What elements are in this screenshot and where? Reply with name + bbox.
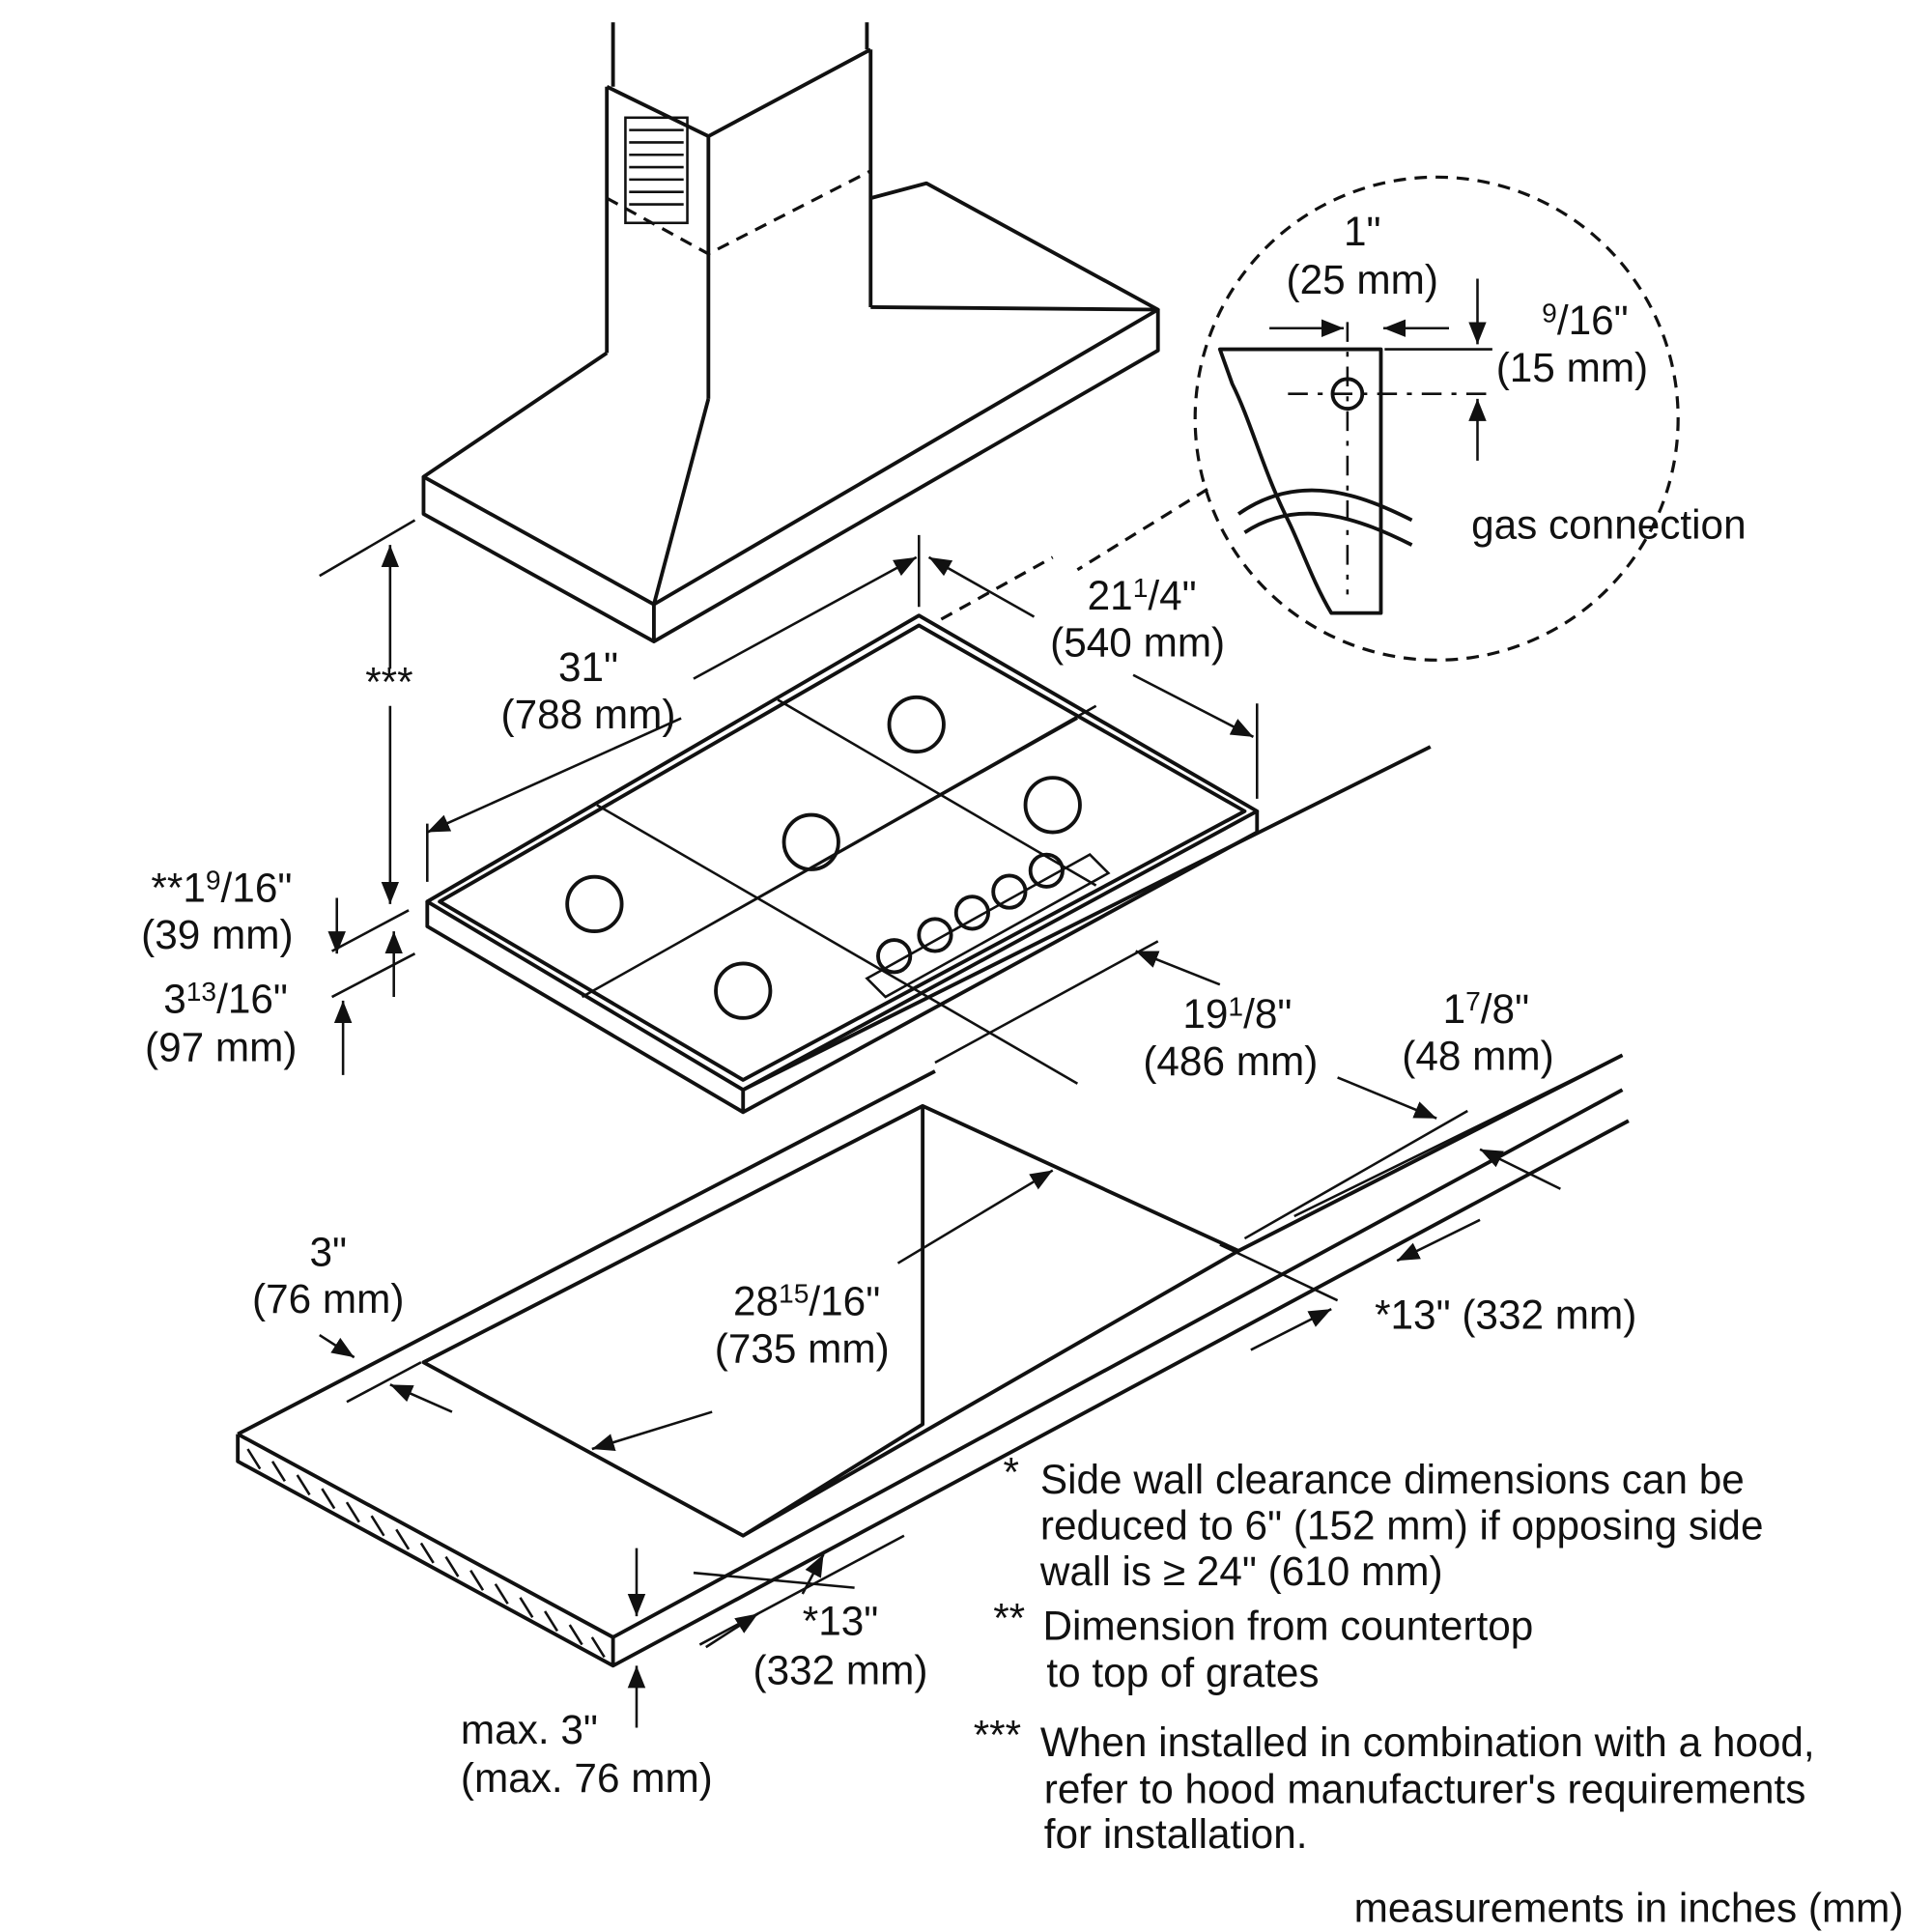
- cutout: [421, 1103, 1240, 1538]
- note-line: reduced to 6" (152 mm) if opposing side: [1040, 1503, 1764, 1548]
- gas-cooktop: [425, 613, 1260, 1115]
- width-mm-label: (788 mm): [500, 692, 675, 737]
- burners: [565, 695, 1082, 1020]
- cutout-depth-mm-label: (486 mm): [1143, 1038, 1318, 1084]
- range-hood: [421, 22, 1160, 644]
- countertop: [236, 1053, 1630, 1668]
- detail-vertical-mm-label: (15 mm): [1496, 345, 1648, 390]
- rear-clearance-label: 17/8": [1443, 985, 1530, 1032]
- dimension-lines: [319, 519, 1624, 1728]
- footnotes: * Side wall clearance dimensions can be …: [974, 1449, 1815, 1856]
- rear-clearance-mm-label: (48 mm): [1402, 1034, 1553, 1079]
- note-marker: *: [1003, 1449, 1018, 1494]
- hood-clearance-label: ***: [365, 660, 412, 705]
- note-marker: **: [993, 1596, 1025, 1641]
- note-line: Dimension from countertop: [1042, 1603, 1533, 1648]
- note-line: When installed in combination with a hoo…: [1040, 1719, 1815, 1765]
- front-clearance-mm-label: (76 mm): [252, 1276, 404, 1321]
- grate-height-mm-label: (39 mm): [141, 912, 293, 957]
- cutout-width-label: 2815/16": [733, 1278, 880, 1324]
- side-clearance-left-mm-label: (332 mm): [753, 1648, 927, 1693]
- total-height-mm-label: (97 mm): [145, 1025, 297, 1070]
- note-line: wall is ≥ 24" (610 mm): [1039, 1548, 1443, 1594]
- detail-vertical-label: 9/16": [1542, 297, 1629, 343]
- counter-thickness-label: max. 3": [461, 1707, 598, 1752]
- gas-connection-detail: [1076, 175, 1680, 662]
- cutout-width-mm-label: (735 mm): [715, 1325, 890, 1371]
- note-line: Side wall clearance dimensions can be: [1040, 1457, 1745, 1502]
- detail-offset-mm-label: (25 mm): [1287, 257, 1438, 302]
- note-line: to top of grates: [1046, 1650, 1319, 1695]
- width-label: 31": [558, 644, 618, 690]
- gas-connection-label: gas connection: [1471, 502, 1747, 548]
- depth-label: 211/4": [1088, 572, 1197, 618]
- total-height-label: 313/16": [163, 976, 288, 1022]
- depth-mm-label: (540 mm): [1050, 619, 1225, 665]
- front-clearance-label: 3": [309, 1229, 347, 1274]
- side-clearance-left-label: *13": [803, 1598, 879, 1643]
- units-footer: measurements in inches (mm): [1354, 1886, 1904, 1931]
- grate-height-label: **19/16": [151, 865, 292, 911]
- note-line: refer to hood manufacturer's requirement…: [1044, 1767, 1806, 1812]
- note-line: for installation.: [1044, 1811, 1308, 1857]
- cutout-depth-label: 191/8": [1182, 990, 1292, 1037]
- detail-offset-label: 1": [1344, 209, 1381, 254]
- wall-line: [742, 745, 1432, 1092]
- note-marker: ***: [974, 1712, 1021, 1757]
- side-clearance-right-label: *13" (332 mm): [1375, 1293, 1636, 1338]
- control-knobs: [876, 852, 1065, 975]
- counter-thickness-mm-label: (max. 76 mm): [461, 1755, 713, 1801]
